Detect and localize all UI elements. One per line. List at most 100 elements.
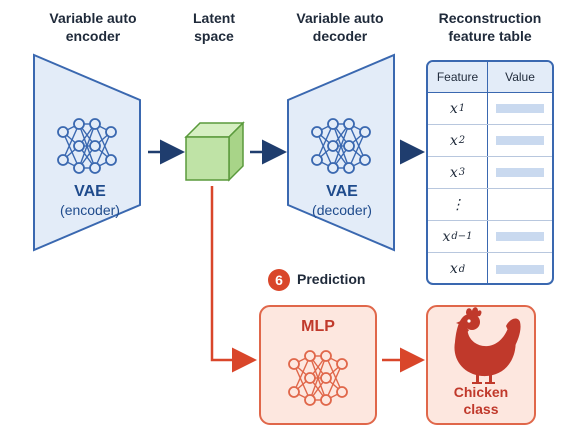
network-node — [304, 394, 316, 406]
network-node — [327, 162, 339, 174]
network-node — [57, 126, 69, 138]
network-node — [89, 118, 101, 130]
network-edge — [62, 131, 80, 169]
decoder-subtitle: (decoder) — [312, 202, 372, 218]
value-placeholder-bar — [496, 136, 544, 145]
network-node — [327, 118, 339, 130]
decoder-label: VAE (decoder) — [294, 182, 390, 220]
prediction-label: Prediction — [297, 271, 366, 287]
network-node — [343, 118, 355, 130]
feature-value-cell — [488, 157, 552, 188]
chicken-eye — [467, 319, 471, 323]
network-node — [288, 358, 300, 370]
header-latent: Latent space — [193, 10, 235, 44]
network-edge — [293, 355, 311, 393]
network-edge — [325, 363, 343, 401]
arrow-latent-to-mlp — [210, 186, 257, 373]
network-node — [57, 154, 69, 166]
latent-cube — [184, 121, 245, 182]
network-edge — [348, 123, 366, 161]
feature-symbol-subscript: d — [458, 263, 466, 275]
network-node — [311, 154, 323, 166]
network-node — [105, 154, 117, 166]
encoder-subtitle: (encoder) — [60, 202, 120, 218]
network-node — [327, 140, 339, 152]
feature-symbol-subscript: 2 — [458, 135, 466, 146]
prediction-step-badge: 6 — [268, 269, 290, 291]
network-node — [359, 126, 371, 138]
chicken-icon — [454, 307, 521, 384]
feature-symbol: ⋮ — [428, 189, 488, 220]
network-edge — [332, 123, 350, 169]
network-edge — [62, 123, 80, 161]
output-label: Chicken class — [453, 384, 509, 417]
feature-symbol-base: ⋮ — [450, 196, 465, 213]
network-node — [89, 140, 101, 152]
feature-symbol-base: x — [449, 164, 458, 181]
header-encoder: Variable auto encoder — [49, 10, 137, 44]
feature-column-header: Feature — [428, 62, 488, 92]
network-node — [343, 162, 355, 174]
network-edge — [316, 131, 334, 169]
network-edge — [348, 131, 366, 169]
feature-table-header: Feature Value — [428, 62, 552, 93]
feature-value-cell — [488, 253, 552, 283]
network-node — [288, 386, 300, 398]
network-node — [320, 394, 332, 406]
network-edge — [325, 355, 343, 393]
network-node — [311, 126, 323, 138]
value-placeholder-bar — [496, 104, 544, 113]
network-node — [320, 372, 332, 384]
mlp-network-icon — [288, 350, 348, 406]
network-node — [343, 140, 355, 152]
network-edge — [94, 131, 112, 169]
network-edge — [316, 123, 334, 161]
network-node — [359, 154, 371, 166]
feature-value-cell — [488, 189, 552, 220]
feature-symbol-base: x — [449, 100, 458, 117]
network-node — [336, 386, 348, 398]
feature-table-row: ⋮ — [428, 189, 552, 221]
feature-value-cell — [488, 93, 552, 124]
value-placeholder-bar — [496, 232, 544, 241]
feature-symbol-base: x — [449, 261, 458, 277]
network-node — [89, 162, 101, 174]
feature-symbol-subscript: 1 — [458, 103, 466, 114]
network-edge — [293, 363, 311, 401]
network-node — [73, 140, 85, 152]
value-placeholder-bar — [496, 264, 544, 274]
network-node — [105, 126, 117, 138]
feature-symbol-base: x — [442, 228, 451, 245]
decoder-network-icon — [311, 118, 371, 174]
decoder-title: VAE — [326, 183, 358, 200]
network-node — [73, 118, 85, 130]
feature-value-cell — [488, 221, 552, 252]
decoder-block — [287, 53, 395, 252]
feature-value-cell — [488, 125, 552, 156]
network-edge — [78, 123, 96, 169]
header-decoder: Variable auto decoder — [296, 10, 384, 44]
network-node — [336, 358, 348, 370]
network-node — [320, 350, 332, 362]
feature-symbol-subscript: 3 — [458, 167, 466, 178]
feature-symbol-subscript: d−1 — [451, 231, 473, 242]
network-node — [73, 162, 85, 174]
encoder-title: VAE — [74, 183, 106, 200]
encoder-network-icon — [57, 118, 117, 174]
network-edge — [309, 355, 327, 401]
network-node — [304, 350, 316, 362]
encoder-label: VAE (encoder) — [44, 182, 136, 220]
feature-symbol-base: x — [449, 132, 458, 149]
value-column-header: Value — [505, 70, 535, 84]
encoder-block — [33, 53, 141, 252]
